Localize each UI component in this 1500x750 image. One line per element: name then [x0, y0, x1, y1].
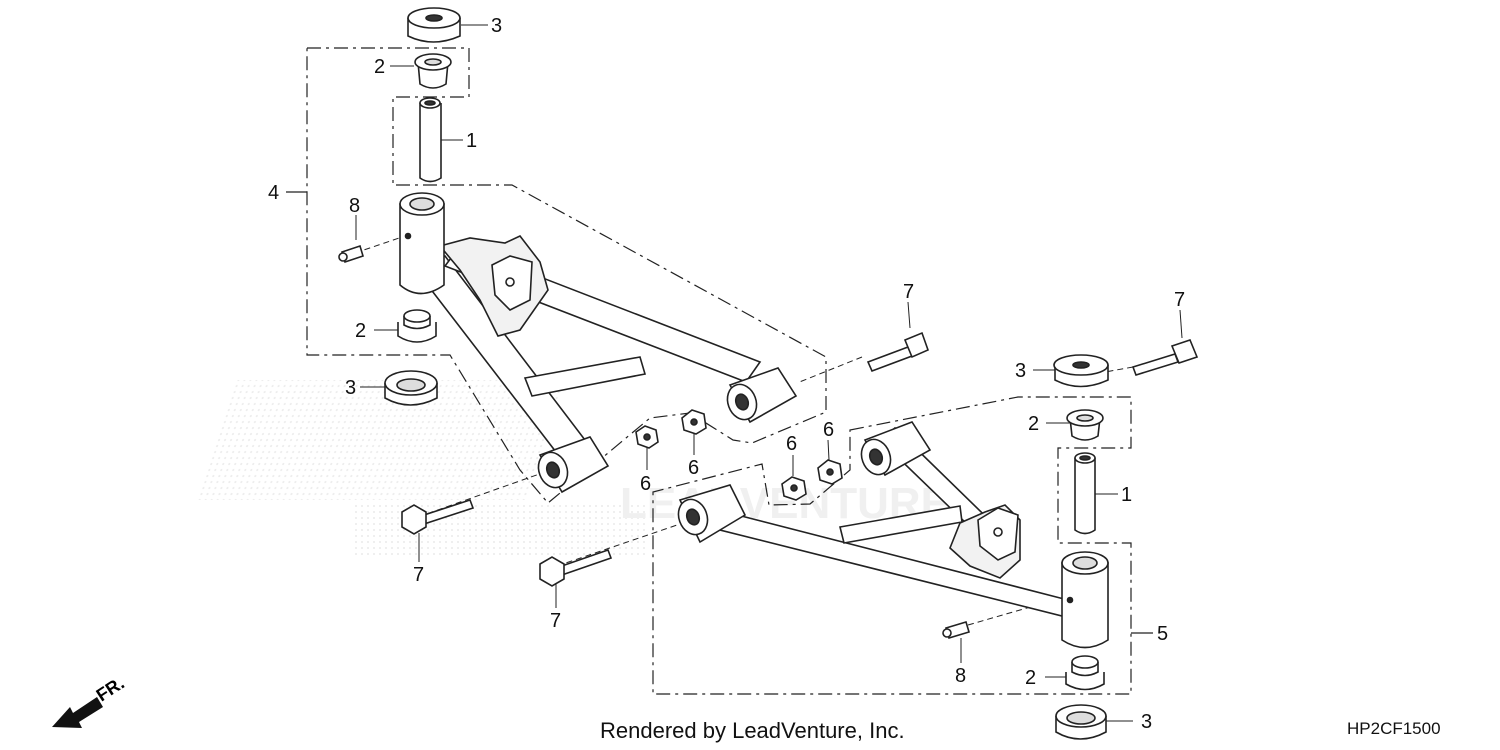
lower-arm-rear-bushing: [860, 421, 932, 477]
callout-2-right-bottom: 2: [1025, 667, 1036, 689]
lower-pivot-sleeve: [1061, 551, 1109, 649]
nut-6-d: [817, 459, 843, 485]
assembly-5-outline: [652, 396, 1132, 695]
callout-labels: 1 1 2 2 2 2 3 3 3 3 4 5 6 6 6 6 7 7 7 7 …: [268, 15, 1185, 733]
callout-7-lower-mid: 7: [550, 610, 561, 632]
rubber-washer-3-bottom: [1055, 704, 1107, 740]
callout-1-top: 1: [466, 130, 477, 152]
callout-7-far-right: 7: [1174, 289, 1185, 311]
bolt-7-lower-left: [401, 499, 475, 535]
callout-2-right-top: 2: [1028, 413, 1039, 435]
callout-2-top: 2: [374, 56, 385, 78]
lower-suspension-arm: [710, 426, 1070, 617]
nut-6-a: [635, 425, 659, 449]
callout-5: 5: [1157, 623, 1168, 645]
rubber-washer-3-top: [407, 7, 461, 43]
callout-2-left: 2: [355, 320, 366, 342]
callout-3-top: 3: [491, 15, 502, 37]
bolt-7-upper-right: [866, 331, 930, 373]
callout-1-right: 1: [1121, 484, 1132, 506]
front-direction-arrow-icon: [52, 697, 103, 728]
callout-3-bottom: 3: [1141, 711, 1152, 733]
lower-arm-front-bushing: [677, 484, 747, 544]
bolt-7-lower-mid: [539, 548, 613, 587]
render-credit: Rendered by LeadVenture, Inc.: [600, 718, 905, 743]
callout-3-right: 3: [1015, 360, 1026, 382]
rubber-washer-3-left: [384, 370, 438, 406]
rubber-washer-3-right: [1053, 354, 1109, 388]
callout-6-a: 6: [640, 473, 651, 495]
pipe-1-right: [1074, 452, 1096, 535]
nut-6-b: [681, 409, 707, 435]
callout-8-lower: 8: [955, 665, 966, 687]
callout-7-lower-left: 7: [413, 564, 424, 586]
callout-8-upper: 8: [349, 195, 360, 217]
upper-arm-rear-bushing: [726, 367, 798, 424]
callout-7-upper-right: 7: [903, 281, 914, 303]
upper-pivot-sleeve: [399, 192, 445, 295]
grease-fitting-8-upper: [338, 244, 364, 264]
callout-6-d: 6: [823, 419, 834, 441]
nut-6-c: [781, 476, 807, 501]
grease-fitting-8-lower: [942, 621, 970, 639]
collar-2-left: [397, 309, 437, 343]
callout-3-left: 3: [345, 377, 356, 399]
collar-2-top: [414, 53, 452, 89]
watermark: LEADVENTURE: [197, 380, 950, 555]
bolt-7-far-right: [1131, 339, 1199, 376]
callout-6-b: 6: [688, 457, 699, 479]
collar-2-right-top: [1066, 409, 1104, 441]
upper-arm-front-bushing: [537, 436, 610, 494]
pipe-1-top: [419, 97, 442, 183]
figure-code: HP2CF1500: [1347, 719, 1441, 738]
collar-2-right-bottom: [1065, 655, 1105, 691]
callout-6-c: 6: [786, 433, 797, 455]
callout-4: 4: [268, 182, 279, 204]
